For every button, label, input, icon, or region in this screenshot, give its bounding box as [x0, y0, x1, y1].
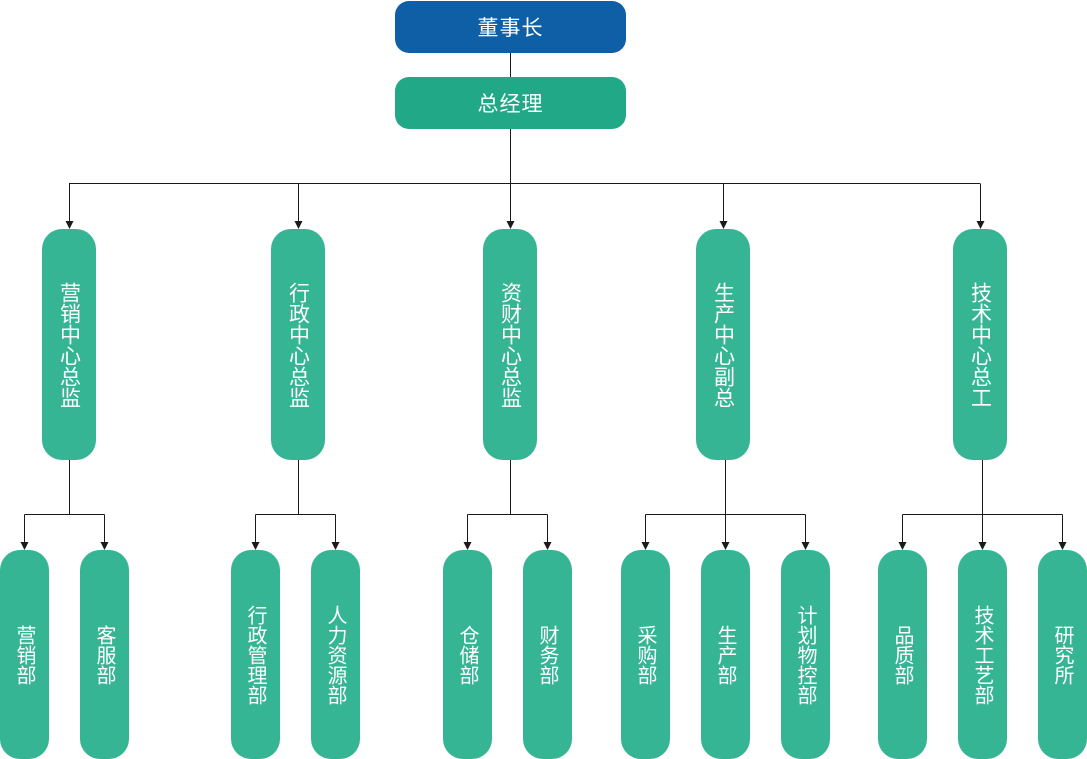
- tech-chief-node: 技术中心总工: [953, 229, 1007, 460]
- finance-director-node: 资财中心总监: [483, 229, 537, 460]
- customer-service-dept-node: 客服部: [80, 550, 129, 759]
- planning-material-control-dept-node: 计划物控部: [781, 550, 830, 759]
- admin-director-node: 行政中心总监: [271, 229, 325, 460]
- purchasing-dept-node: 采购部: [621, 550, 670, 759]
- admin-management-dept-node: 行政管理部: [231, 550, 280, 759]
- finance-dept-node: 财务部: [523, 550, 572, 759]
- chairman-node: 董事长: [395, 1, 626, 53]
- sales-director-node: 营销中心总监: [42, 229, 96, 460]
- sales-dept-node: 营销部: [0, 550, 49, 759]
- general-manager-node: 总经理: [395, 77, 626, 129]
- hr-dept-node: 人力资源部: [311, 550, 360, 759]
- research-institute-node: 研究所: [1038, 550, 1087, 759]
- production-vp-node: 生产中心副总: [696, 229, 750, 460]
- production-dept-node: 生产部: [701, 550, 750, 759]
- quality-dept-node: 品质部: [878, 550, 927, 759]
- technology-process-dept-node: 技术工艺部: [958, 550, 1007, 759]
- warehouse-dept-node: 仓储部: [443, 550, 492, 759]
